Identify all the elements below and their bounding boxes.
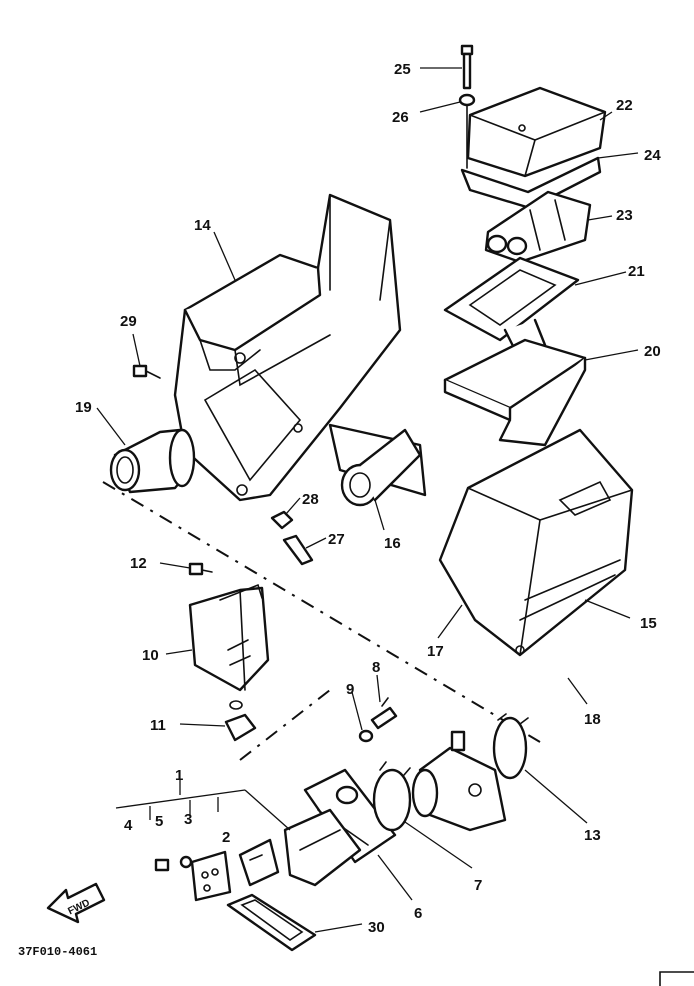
corner-mark: [659, 971, 694, 986]
part-21-element-holder: [443, 256, 580, 362]
part-19-intake-boot: [109, 428, 196, 494]
part-6-manifold: [303, 768, 397, 864]
part-25-bolt: [460, 44, 474, 90]
label-21: 21: [628, 263, 645, 280]
label-28: 28: [302, 491, 319, 508]
part-20-filter-element: [443, 338, 587, 447]
part-4-screw: [154, 858, 170, 872]
label-16: 16: [384, 535, 401, 552]
label-5: 5: [155, 813, 163, 830]
label-22: 22: [616, 97, 633, 114]
part-2-reed-valve: [238, 838, 280, 887]
drawing-code: 37F010-4061: [18, 945, 97, 959]
part-number-labels: 1 2 3 4 5 6 7 8 9 10 11 12 13 14 15 16 1…: [75, 61, 661, 936]
label-7: 7: [474, 877, 482, 894]
label-1: 1: [175, 767, 183, 784]
label-24: 24: [644, 147, 661, 164]
label-23: 23: [616, 207, 633, 224]
part-14-air-box: [173, 193, 402, 502]
label-19: 19: [75, 399, 92, 416]
part-26-washer: [458, 93, 476, 107]
leader-lines: [96, 67, 639, 933]
part-22-top-cover: [466, 86, 607, 178]
label-11: 11: [150, 717, 166, 734]
label-6: 6: [414, 905, 422, 922]
label-2: 2: [222, 829, 230, 846]
label-12: 12: [130, 555, 147, 572]
part-11-clamp: [224, 700, 257, 742]
label-25: 25: [394, 61, 411, 78]
part-3-reed-plate: [190, 850, 232, 902]
forward-arrow-icon: FWD: [46, 882, 106, 924]
label-17: 17: [427, 643, 444, 660]
label-8: 8: [372, 659, 380, 676]
part-10-reed-cover: [188, 583, 270, 692]
part-12-screw: [188, 562, 213, 576]
label-4: 4: [124, 817, 133, 834]
part-23-intake-duct: [484, 190, 592, 264]
label-26: 26: [392, 109, 409, 126]
label-27: 27: [328, 531, 345, 548]
part-13-hose-clamp: [492, 713, 529, 780]
reed-block: [283, 808, 362, 887]
part-1-bracket: [115, 780, 291, 831]
part-9-washer: [358, 729, 374, 743]
part-28-clip: [270, 510, 294, 530]
part-7-hose-clamp: [372, 761, 412, 832]
label-18: 18: [584, 711, 601, 728]
part-29-screw: [132, 364, 161, 379]
part-27-band: [282, 534, 314, 566]
carburetor: [411, 730, 507, 832]
label-14: 14: [194, 217, 211, 234]
part-15-air-box-case: [438, 428, 634, 657]
part-30-gasket: [226, 893, 317, 952]
label-15: 15: [640, 615, 657, 632]
part-24-cover-gasket: [460, 156, 602, 210]
part-5-washer: [179, 855, 193, 869]
label-13: 13: [584, 827, 601, 844]
label-30: 30: [368, 919, 385, 936]
part-8-bolt: [370, 697, 398, 730]
label-9: 9: [346, 681, 354, 698]
assembly-line-upper: [102, 481, 541, 743]
label-3: 3: [184, 811, 192, 828]
part-16-joint: [328, 423, 427, 507]
label-20: 20: [644, 343, 661, 360]
label-29: 29: [120, 313, 137, 330]
assembly-line-lower: [239, 689, 331, 761]
label-10: 10: [142, 647, 159, 664]
